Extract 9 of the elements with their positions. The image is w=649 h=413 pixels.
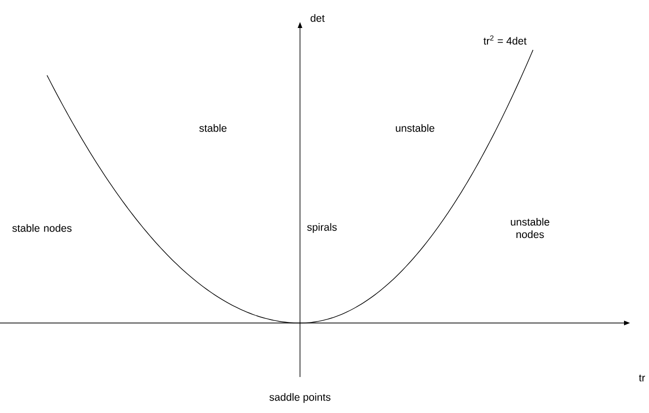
region-label: stable [199, 124, 226, 132]
region-label: stable nodes [12, 224, 72, 232]
region-label: spirals [307, 223, 337, 233]
region-label: unstable [396, 124, 434, 132]
region-label: unstable nodes [510, 218, 550, 238]
axis-label: tr [638, 374, 646, 382]
axis-label: det [310, 14, 325, 22]
region-label: saddle points [269, 393, 330, 403]
curve-label: tr$^{2}$ = 4det [484, 35, 527, 45]
